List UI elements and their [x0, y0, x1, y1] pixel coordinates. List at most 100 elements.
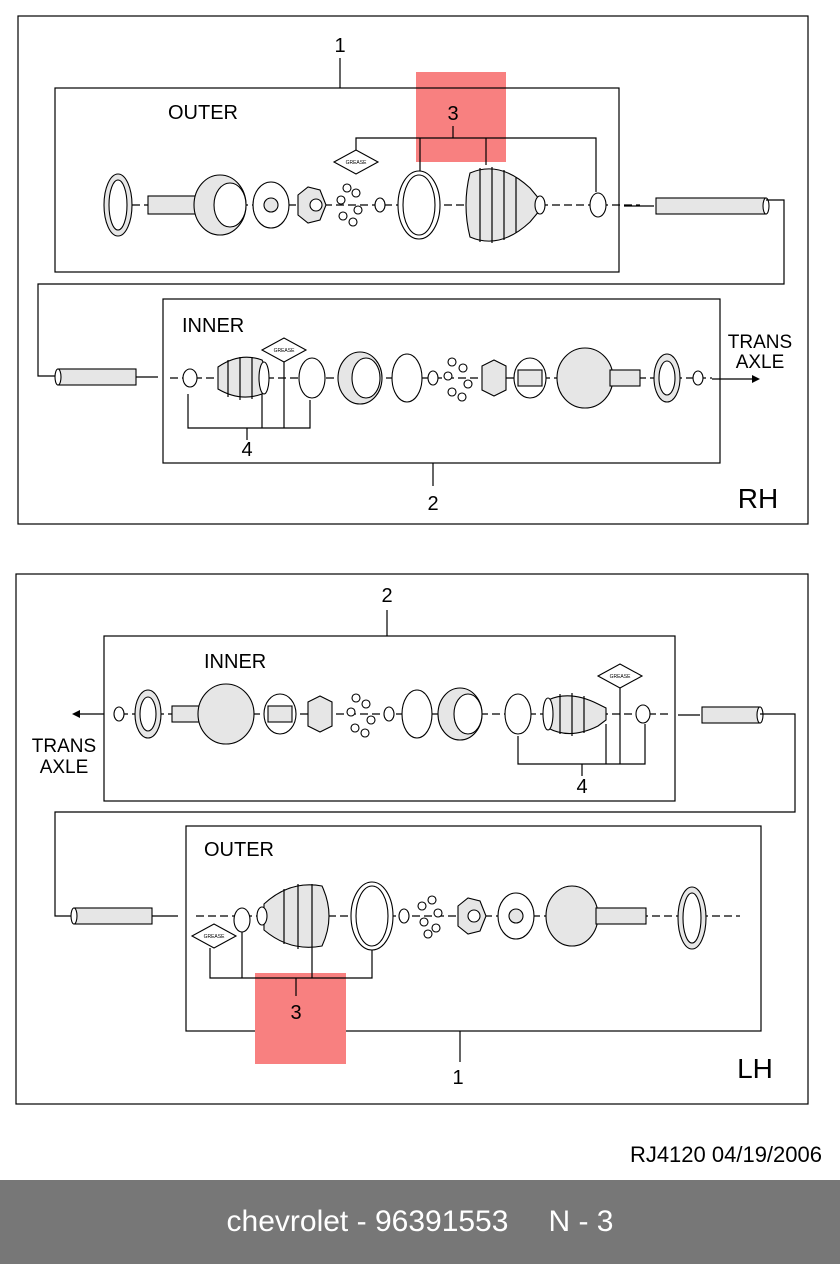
rh-shaft-connector-line [37, 199, 785, 377]
rh-panel-frame [17, 15, 809, 525]
lh-inner-big-clamp-icon [504, 693, 532, 735]
rh-inner-grease-label: GREASE [274, 348, 296, 354]
lh-outer-small-clamp-icon [233, 907, 251, 933]
footer-page: N - 3 [548, 1205, 614, 1238]
rh-outer-callout: 3 [447, 103, 458, 125]
lh-corner-label: LH [737, 1053, 773, 1084]
lh-outer-grease-label: GREASE [204, 934, 226, 940]
lh-direction-arrowhead [72, 710, 80, 718]
rh-outer-frame [54, 87, 620, 273]
rh-outer-boot-icon [465, 167, 546, 243]
rh-direction-arrowhead [752, 375, 760, 383]
rh-inner-title: INNER [182, 315, 244, 337]
lh-inner-balls-icon [346, 693, 376, 738]
rh-outer-small-clamp-icon [589, 192, 607, 218]
rh-inner-box: INNER GREASE 4 [162, 298, 721, 464]
footer-separator: - [356, 1205, 367, 1238]
rh-inner-seal-ring-icon [391, 353, 423, 403]
rh-inner-race-icon [481, 359, 507, 397]
rh-outer-cv-housing-icon [147, 174, 247, 236]
lh-inner-small-clamp-icon [635, 704, 651, 724]
lh-inner-seal-ring-icon [401, 689, 433, 739]
lh-callout-3-bracket [209, 948, 373, 979]
lh-inner-box: INNER [103, 635, 676, 802]
lh-inner-callout: 4 [576, 776, 587, 798]
lh-inner-race-icon [307, 695, 333, 733]
lh-inner-housing-cap-icon [437, 687, 483, 741]
lh-shaft-connector-line [54, 713, 796, 917]
rh-callout-3-highlight [416, 72, 506, 162]
lh-outer-big-clamp-icon [350, 881, 394, 951]
lh-inner-seal-icon [134, 689, 162, 739]
lh-callout-3-highlight [255, 973, 346, 1064]
lh-outer-box: OUTER GREASE [185, 825, 762, 1064]
rh-inner-cage-icon [513, 357, 547, 399]
lh-outer-cage-icon [497, 892, 535, 940]
lh-direction-line2: AXLE [40, 757, 89, 778]
rh-panel: 1 OUTER 3 GREASE [17, 15, 809, 525]
lh-outer-boot-icon [256, 884, 330, 950]
rh-outer-grease-label: GREASE [346, 160, 368, 166]
lh-outer-balls-icon [417, 895, 443, 939]
exploded-parts-diagram: 1 OUTER 3 GREASE [15, 15, 822, 1167]
rh-direction-line1: TRANS [728, 332, 792, 353]
lh-outer-title: OUTER [204, 839, 274, 861]
lh-inner-end-ring-icon [113, 706, 125, 722]
lh-inner-assembly-callout: 2 [381, 585, 392, 607]
rh-inner-cv-housing-icon [556, 347, 641, 409]
lh-outer-frame [185, 825, 762, 1032]
lh-panel: 2 INNER [15, 573, 809, 1105]
rh-outer-balls-icon [336, 183, 363, 227]
rh-abs-ring-icon [103, 173, 133, 237]
rh-assembly-callout: 1 [334, 35, 345, 57]
lh-shaft-upper-icon [678, 706, 764, 724]
rh-inner-balls-icon [443, 357, 473, 402]
footer-bar: chevrolet - 96391553 N - 3 [0, 1180, 840, 1264]
rh-inner-small-clamp-icon [182, 368, 198, 388]
rh-inner-assembly-callout: 2 [427, 493, 438, 515]
rh-inner-callout: 4 [241, 439, 252, 461]
drawing-reference: RJ4120 04/19/2006 [630, 1142, 822, 1167]
rh-shaft-lower-icon [54, 368, 158, 386]
lh-inner-cv-housing-icon [171, 683, 255, 745]
rh-inner-snap-ring-icon [427, 370, 439, 386]
lh-inner-grease-icon: GREASE [596, 663, 644, 689]
lh-outer-cv-housing-icon [545, 885, 647, 947]
rh-inner-boot-icon [217, 356, 270, 400]
lh-inner-boot-icon [542, 693, 607, 736]
rh-outer-cage-icon [252, 181, 290, 229]
rh-inner-big-clamp-icon [298, 357, 326, 399]
lh-shaft-lower-icon [70, 907, 178, 925]
rh-shaft-upper-icon [624, 197, 770, 215]
lh-outer-inner-race-icon [457, 897, 487, 935]
rh-inner-seal-icon [653, 353, 681, 403]
rh-callout-4-bracket [187, 394, 311, 429]
rh-callout-3-bracket [355, 137, 597, 192]
lh-assembly-callout: 1 [452, 1067, 463, 1089]
lh-panel-frame [15, 573, 809, 1105]
rh-corner-label: RH [738, 483, 778, 514]
rh-outer-grease-icon: GREASE [332, 149, 380, 175]
lh-inner-grease-label: GREASE [610, 674, 632, 680]
rh-outer-title: OUTER [168, 102, 238, 124]
rh-inner-housing-cap-icon [337, 351, 383, 405]
footer-part-number: 96391553 [374, 1205, 509, 1238]
lh-inner-cage-icon [263, 693, 297, 735]
lh-inner-title: INNER [204, 651, 266, 673]
rh-direction-line2: AXLE [736, 352, 785, 373]
rh-outer-big-clamp-icon [397, 170, 441, 240]
lh-inner-frame [103, 635, 676, 802]
rh-outer-box: OUTER 3 GREASE [54, 87, 640, 273]
rh-outer-inner-race-icon [297, 186, 327, 224]
footer-brand: chevrolet [226, 1205, 349, 1238]
lh-inner-snap-ring-icon [383, 706, 395, 722]
rh-inner-grease-icon: GREASE [260, 337, 308, 363]
rh-inner-frame [162, 298, 721, 464]
rh-inner-end-ring-icon [692, 370, 704, 386]
lh-outer-snap-ring-icon [398, 908, 410, 924]
rh-outer-snap-ring-icon [374, 197, 386, 213]
lh-abs-ring-icon [677, 886, 707, 950]
lh-direction-line1: TRANS [32, 736, 96, 757]
lh-outer-grease-icon: GREASE [190, 923, 238, 949]
lh-outer-callout: 3 [290, 1002, 301, 1024]
